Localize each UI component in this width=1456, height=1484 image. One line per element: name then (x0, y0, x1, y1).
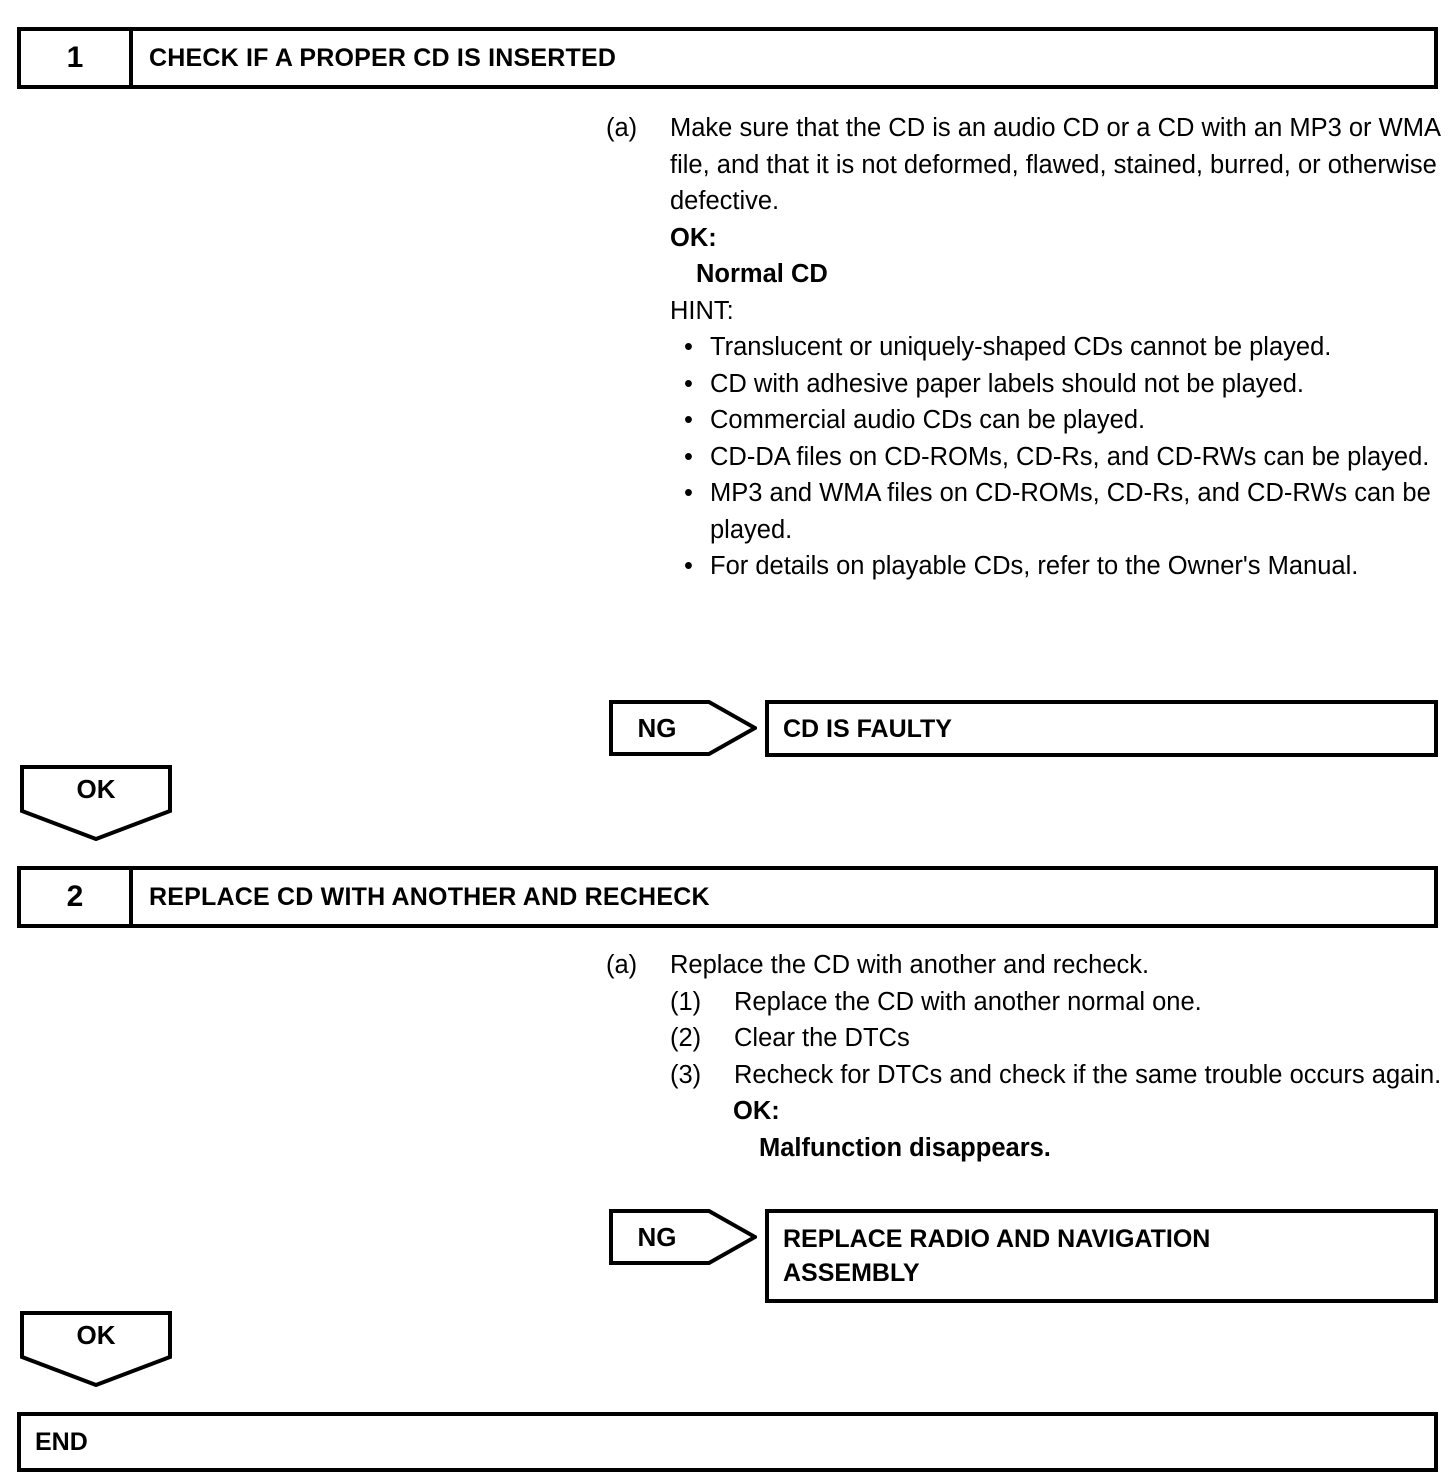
bullet-icon: • (684, 442, 693, 471)
step-1-ng-label: NG (637, 712, 677, 743)
step-2-substep: (2) Clear the DTCs (670, 1020, 1446, 1057)
step-2-ok-label: OK: (733, 1097, 780, 1125)
ng-arrow-shape (609, 700, 757, 756)
step-1-item-a: (a) Make sure that the CD is an audio CD… (606, 110, 1446, 220)
step-2-substep-text: Recheck for DTCs and check if the same t… (734, 1060, 1442, 1089)
step-2-item-marker: (a) (606, 951, 638, 979)
ok-arrow-shape (20, 1311, 172, 1387)
step-2-number: 2 (21, 870, 133, 924)
step-1-ng-result-box: CD IS FAULTY (765, 700, 1438, 757)
step-2-ng-result-box: REPLACE RADIO AND NAVIGATION ASSEMBLY (765, 1209, 1438, 1303)
step-1-hint-item: • CD with adhesive paper labels should n… (670, 366, 1446, 403)
step-1-ng-result-text: CD IS FAULTY (783, 714, 952, 743)
ok-arrow-shape (20, 765, 172, 841)
step-2-ok-value: Malfunction disappears. (759, 1133, 1051, 1162)
step-1-hint-text: CD with adhesive paper labels should not… (710, 369, 1304, 398)
step-2-ng-label: NG (637, 1221, 677, 1252)
step-2-substep-marker: (2) (670, 1024, 702, 1052)
step-1-title: CHECK IF A PROPER CD IS INSERTED (149, 43, 617, 72)
bullet-icon: • (684, 406, 693, 434)
step-1-hint-label: HINT: (670, 296, 734, 325)
step-2-ng-result-text: REPLACE RADIO AND NAVIGATION ASSEMBLY (783, 1225, 1211, 1287)
step-2-title: REPLACE CD WITH ANOTHER AND RECHECK (149, 882, 710, 911)
step-1-header: 1 CHECK IF A PROPER CD IS INSERTED (17, 27, 1438, 89)
step-1-ok-branch-label: OK (76, 773, 116, 804)
step-1-number: 1 (21, 31, 133, 85)
step-1-body: (a) Make sure that the CD is an audio CD… (606, 110, 1446, 585)
step-1-item-marker: (a) (606, 114, 638, 142)
step-1-hint-text: CD-DA files on CD-ROMs, CD-Rs, and CD-RW… (710, 442, 1430, 471)
step-2-item-a: (a) Replace the CD with another and rech… (606, 947, 1446, 984)
step-2-substep-marker: (3) (670, 1060, 702, 1089)
step-2-body: (a) Replace the CD with another and rech… (606, 947, 1446, 1166)
step-2-substep-marker: (1) (670, 987, 702, 1016)
step-1-hint-item: • CD-DA files on CD-ROMs, CD-Rs, and CD-… (670, 439, 1446, 476)
step-1-ok-arrow: OK (20, 765, 172, 841)
step-1-hint-item: • MP3 and WMA files on CD-ROMs, CD-Rs, a… (670, 475, 1446, 548)
step-1-hint-text: Commercial audio CDs can be played. (710, 406, 1146, 434)
step-2-ng-arrow: NG (609, 1209, 757, 1265)
step-2-substep: (1) Replace the CD with another normal o… (670, 984, 1446, 1021)
step-2-header: 2 REPLACE CD WITH ANOTHER AND RECHECK (17, 866, 1438, 928)
step-1-hint-item: • For details on playable CDs, refer to … (670, 548, 1446, 585)
bullet-icon: • (684, 552, 693, 580)
step-1-ok-label: OK: (670, 223, 717, 252)
step-2-substep-text: Clear the DTCs (734, 1024, 910, 1052)
step-1-hint-text: Translucent or uniquely-shaped CDs canno… (710, 333, 1332, 361)
step-1-hint-text: MP3 and WMA files on CD-ROMs, CD-Rs, and… (710, 479, 1431, 544)
step-1-paragraph: Make sure that the CD is an audio CD or … (670, 114, 1440, 215)
step-2-substep-text: Replace the CD with another normal one. (734, 987, 1202, 1016)
step-2-ok-branch-label: OK (76, 1319, 116, 1350)
step-1-hint-item: • Commercial audio CDs can be played. (670, 402, 1446, 439)
step-2-paragraph: Replace the CD with another and recheck. (670, 951, 1150, 979)
end-label: END (35, 1427, 88, 1456)
step-1-hint-text: For details on playable CDs, refer to th… (710, 552, 1359, 580)
step-1-hint-item: • Translucent or uniquely-shaped CDs can… (670, 329, 1446, 366)
step-2-substep: (3) Recheck for DTCs and check if the sa… (670, 1057, 1446, 1094)
bullet-icon: • (684, 333, 693, 361)
bullet-icon: • (684, 479, 693, 507)
step-1-ng-arrow: NG (609, 700, 757, 756)
end-box: END (17, 1412, 1438, 1472)
ng-arrow-shape (609, 1209, 757, 1265)
bullet-icon: • (684, 369, 693, 398)
step-1-ok-value: Normal CD (696, 260, 828, 288)
step-2-ok-arrow: OK (20, 1311, 172, 1387)
